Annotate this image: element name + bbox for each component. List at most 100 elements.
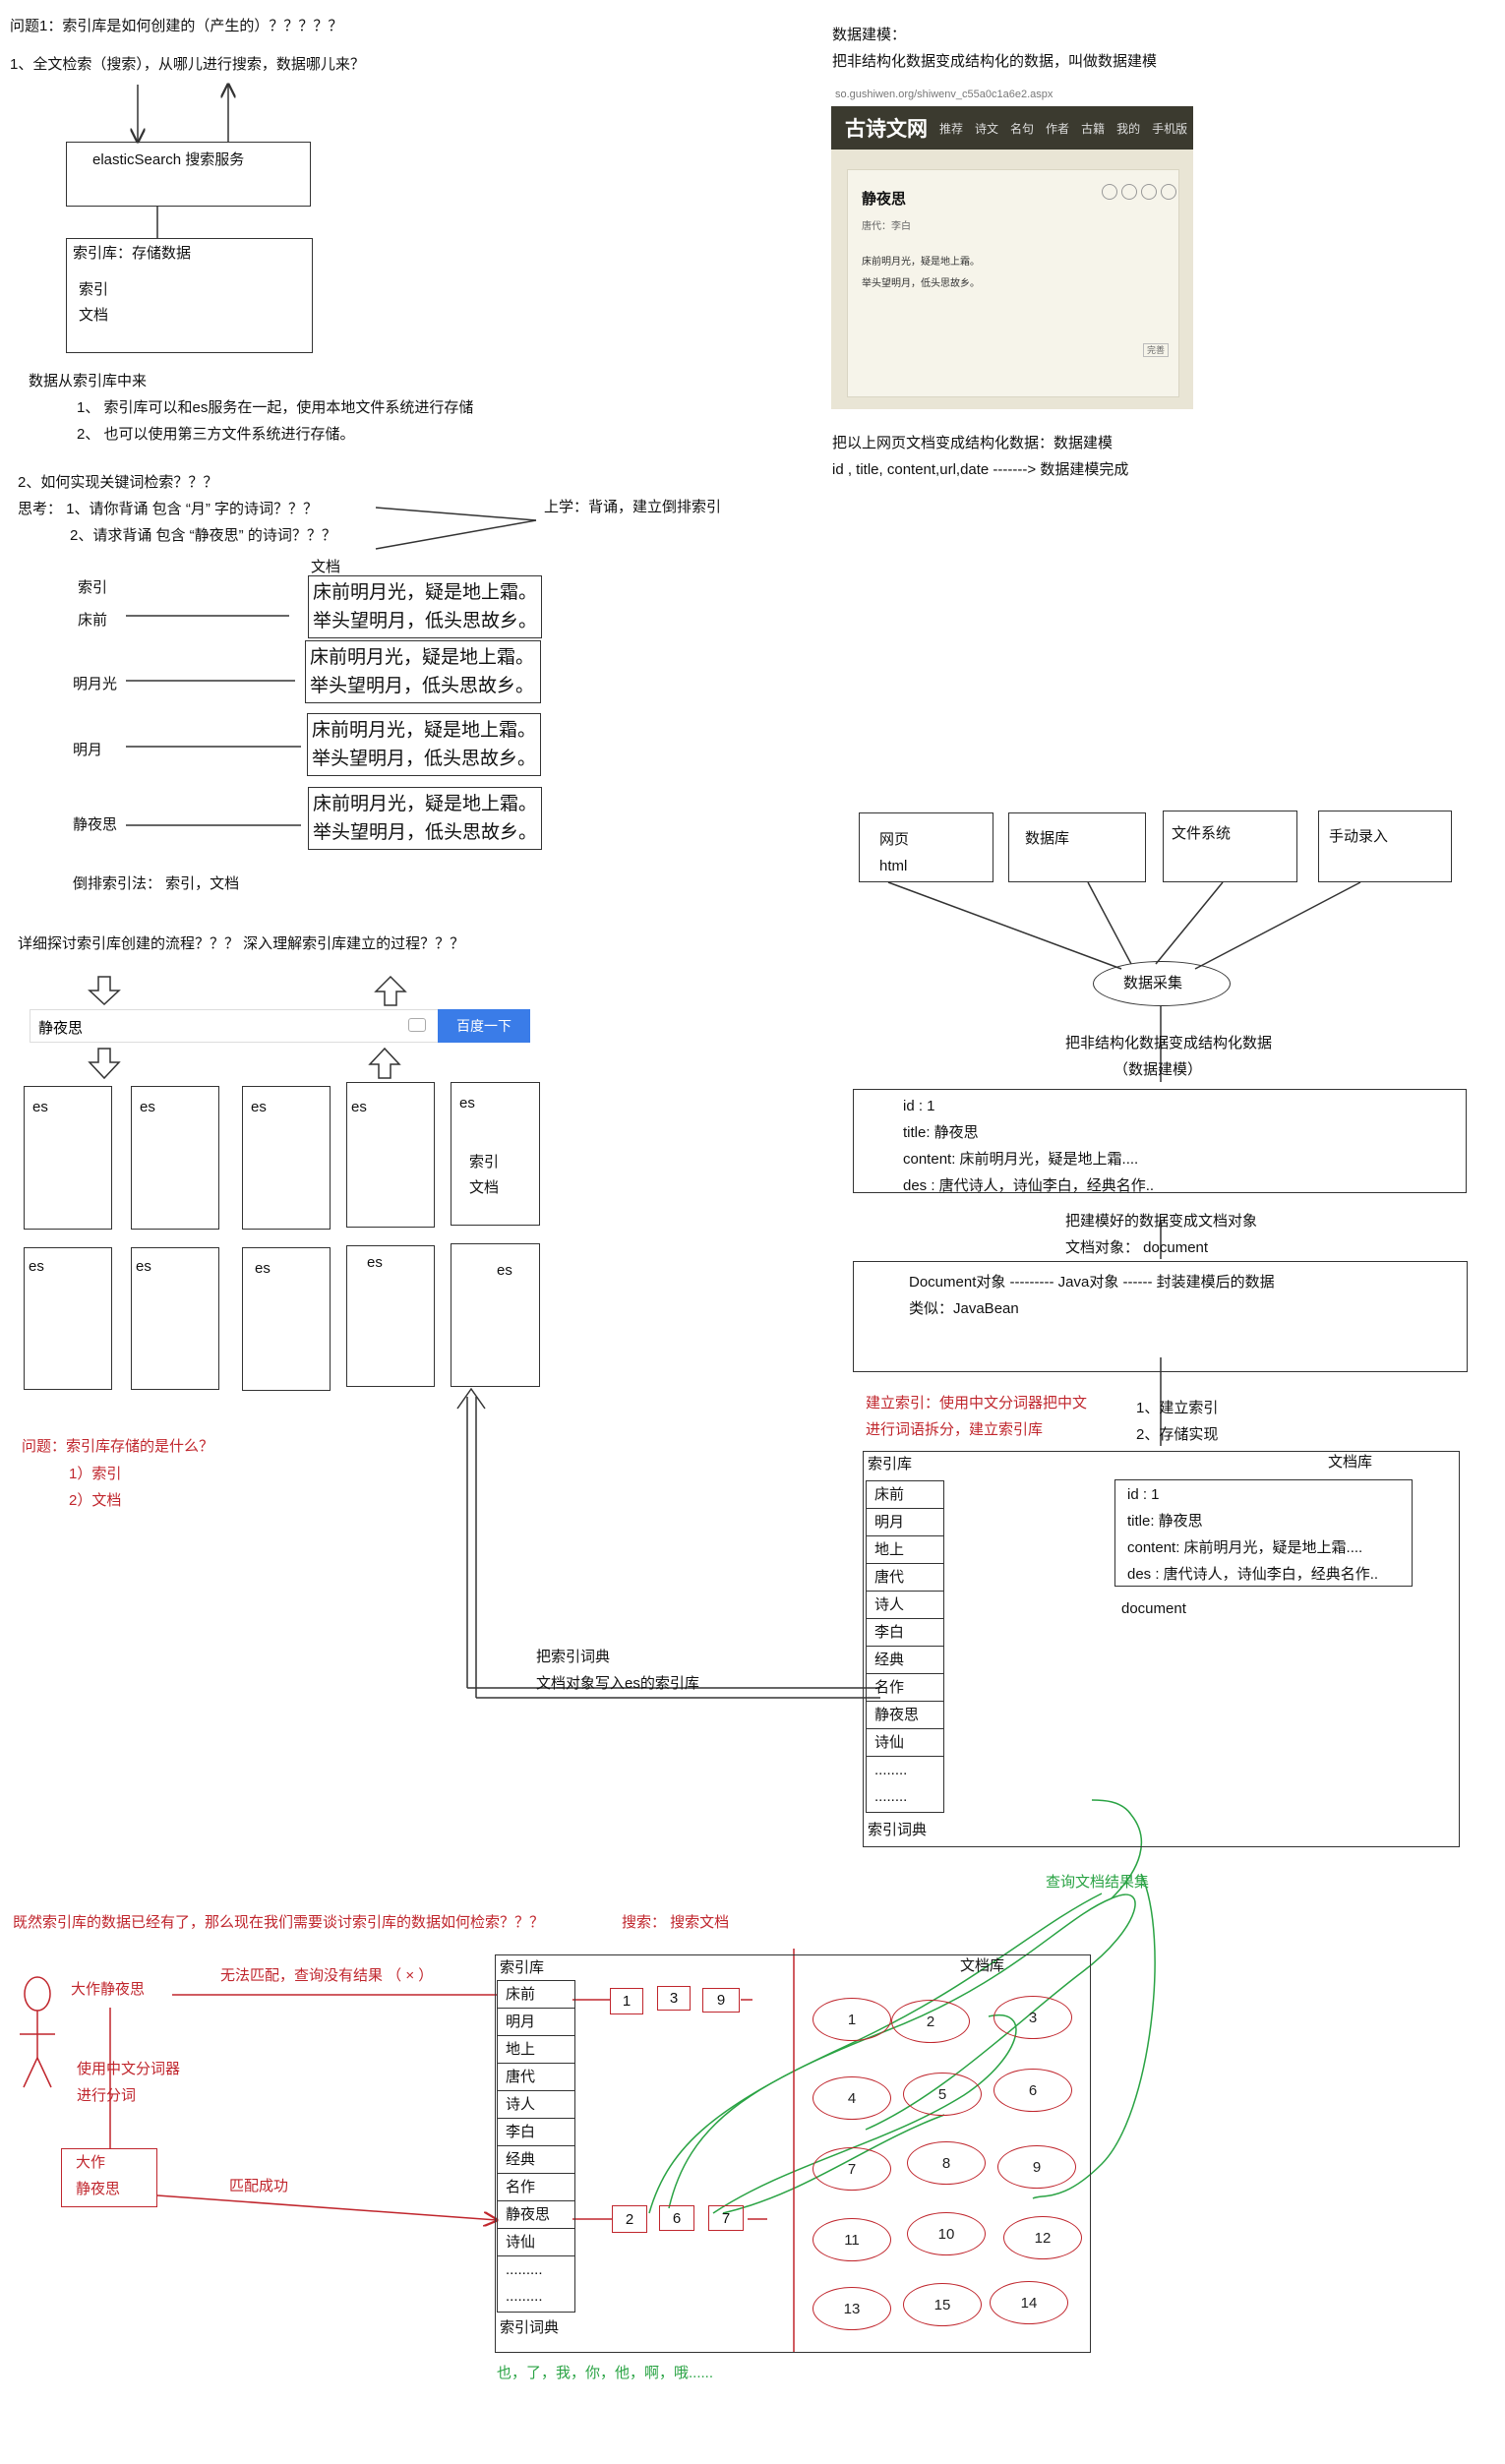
record-id: id : 1 (903, 1098, 935, 1114)
search-doc-label: 搜索： 搜索文档 (622, 1914, 730, 1931)
nav-item[interactable]: 诗文 (975, 121, 999, 136)
query-text: 大作静夜思 (71, 1981, 146, 1998)
es-node-box: es (24, 1086, 112, 1230)
step-2: 2、存储实现 (1136, 1426, 1219, 1443)
build-index-red-2: 进行词语拆分，建立索引库 (866, 1421, 1044, 1438)
index-dictionary: 床前 明月 地上 唐代 诗人 李白 经典 名作 静夜思 诗仙 ........ … (866, 1480, 944, 1813)
doc-des: des : 唐代诗人，诗仙李白，经典名作.. (1127, 1566, 1379, 1583)
doc-ellipse: 13 (813, 2287, 891, 2330)
doc-id: id : 1 (1127, 1486, 1160, 1503)
poem-title: 静夜思 (862, 191, 907, 208)
modeling-after: 把以上网页文档变成结构化数据：数据建模 (832, 435, 1114, 451)
q2-title: 2、如何实现关键词检索？？？ (18, 474, 218, 491)
camera-icon[interactable] (408, 1018, 426, 1032)
posting-id: 6 (659, 2205, 694, 2231)
dict-term: 静夜思 (867, 1702, 943, 1729)
modeling-title: 数据建模： (832, 27, 907, 43)
es-node-box: es (346, 1082, 435, 1228)
es-node-box: es (131, 1086, 219, 1230)
modeling-fields: id , title, content,url,date -------> 数据… (832, 461, 1129, 478)
nav-item[interactable]: 我的 (1116, 121, 1141, 136)
search-input[interactable] (30, 1010, 444, 1044)
inverted-index-method: 倒排索引法： 索引，文档 (73, 875, 240, 892)
detail-title: 详细探讨索引库创建的流程？？？ 深入理解索引库建立的过程？？？ (18, 935, 465, 952)
retrieve-dict-label: 索引词典 (500, 2319, 560, 2336)
es-node-box: es (242, 1247, 331, 1391)
term-label: 明月光 (73, 676, 118, 692)
circle-icon[interactable] (1141, 184, 1157, 200)
dict-term: 诗仙 (867, 1729, 943, 1757)
source-manual-label: 手动录入 (1329, 828, 1389, 845)
doc-label: 文档 (79, 307, 109, 324)
step-1: 1、建立索引 (1136, 1400, 1219, 1416)
token: 静夜思 (76, 2181, 121, 2197)
to-doc-label-1: 把建模好的数据变成文档对象 (1065, 1213, 1258, 1230)
nav-item[interactable]: 推荐 (939, 121, 964, 136)
source-db-label: 数据库 (1025, 830, 1070, 847)
search-button[interactable]: 百度一下 (438, 1009, 530, 1043)
q1-title: 问题1：索引库是如何创建的（产生的）？？？？？ (10, 18, 343, 34)
poem-meta: 唐代：李白 (862, 221, 911, 232)
complete-button[interactable]: 完善 (1143, 343, 1170, 358)
poem-line: 床前明月光，疑是地上霜。 (862, 257, 980, 268)
dict-term: 地上 (867, 1536, 943, 1564)
bracket-line (375, 507, 537, 521)
record-des: des : 唐代诗人，诗仙李白，经典名作.. (903, 1177, 1155, 1194)
circle-icon[interactable] (1161, 184, 1176, 200)
es-service-label: elasticSearch 搜索服务 (92, 151, 245, 168)
modeling-desc: 把非结构化数据变成结构化的数据，叫做数据建模 (832, 53, 1158, 70)
es-node-box: es (24, 1247, 112, 1390)
no-match-label: 无法匹配，查询没有结果 （ × ） (220, 1967, 434, 1984)
dict-term: ......... (506, 2261, 543, 2278)
source-manual-box: 手动录入 (1318, 811, 1452, 882)
index-lib-box: 索引库：存储数据 索引 文档 (66, 238, 313, 353)
source-web-sub: html (879, 858, 908, 874)
retrieve-doclib-label: 文档库 (960, 1957, 1005, 1974)
poem-line: 举头望明月，低头思故乡。 (862, 278, 980, 289)
poem-card: 静夜思 唐代：李白 床前明月光，疑是地上霜。 举头望明月，低头思故乡。 完善 (847, 169, 1179, 397)
q1-subtitle: 1、全文检索（搜索），从哪儿进行搜索，数据哪儿来？ (10, 56, 365, 73)
dict-label: 索引词典 (868, 1822, 928, 1838)
doc-ellipse: 9 (997, 2145, 1076, 2189)
term-label: 明月 (73, 742, 103, 758)
data-from-item-2: 2、 也可以使用第三方文件系统进行存储。 (77, 426, 355, 443)
dict-term: ........ (874, 1788, 908, 1805)
dict-term: 经典 (498, 2146, 574, 2174)
user-head-icon (24, 1976, 51, 2012)
document-label: document (1121, 1600, 1186, 1617)
doc-ellipse: 15 (903, 2283, 982, 2326)
poem-line: 床前明月光，疑是地上霜。 (313, 582, 538, 603)
token-box: 大作 静夜思 (61, 2148, 157, 2207)
screenshot-nav: 古诗文网 推荐 诗文 名句 作者 古籍 我的 手机版 (831, 106, 1193, 150)
data-collect-label: 数据采集 (1123, 975, 1183, 992)
nav-item[interactable]: 作者 (1046, 121, 1070, 136)
dict-term: 名作 (498, 2174, 574, 2201)
posting-id: 9 (702, 1988, 740, 2013)
dict-term: 诗人 (498, 2091, 574, 2119)
es-label: es (29, 1258, 44, 1275)
doc-ellipse: 1 (813, 1998, 891, 2041)
doc-ellipse: 5 (903, 2073, 982, 2116)
token: 大作 (76, 2154, 106, 2171)
circle-icon[interactable] (1121, 184, 1137, 200)
doc-label: 文档 (469, 1179, 500, 1196)
doc-ellipse: 8 (907, 2141, 986, 2185)
nav-item[interactable]: 手机版 (1152, 121, 1188, 136)
doc-ellipse: 2 (891, 2000, 970, 2043)
nav-item[interactable]: 名句 (1010, 121, 1035, 136)
match-label: 匹配成功 (229, 2178, 289, 2194)
dict-term: 经典 (867, 1647, 943, 1674)
term-label: 静夜思 (73, 816, 118, 833)
modeling-label: （数据建模） (1114, 1061, 1203, 1078)
circle-icon[interactable] (1102, 184, 1117, 200)
dict-term: 诗人 (867, 1592, 943, 1619)
posting-id: 1 (610, 1988, 643, 2014)
es-label: es (140, 1099, 155, 1115)
poem-doc-box: 床前明月光，疑是地上霜。 举头望明月，低头思故乡。 (305, 640, 541, 703)
retrieve-index-label: 索引库 (500, 1959, 545, 1976)
dict-term: 明月 (867, 1509, 943, 1536)
index-library-box: 索引库 文档库 索引词典 (863, 1451, 1460, 1847)
segmenter-label-1: 使用中文分词器 (77, 2061, 181, 2077)
nav-item[interactable]: 古籍 (1081, 121, 1106, 136)
dict-term: 唐代 (867, 1564, 943, 1592)
